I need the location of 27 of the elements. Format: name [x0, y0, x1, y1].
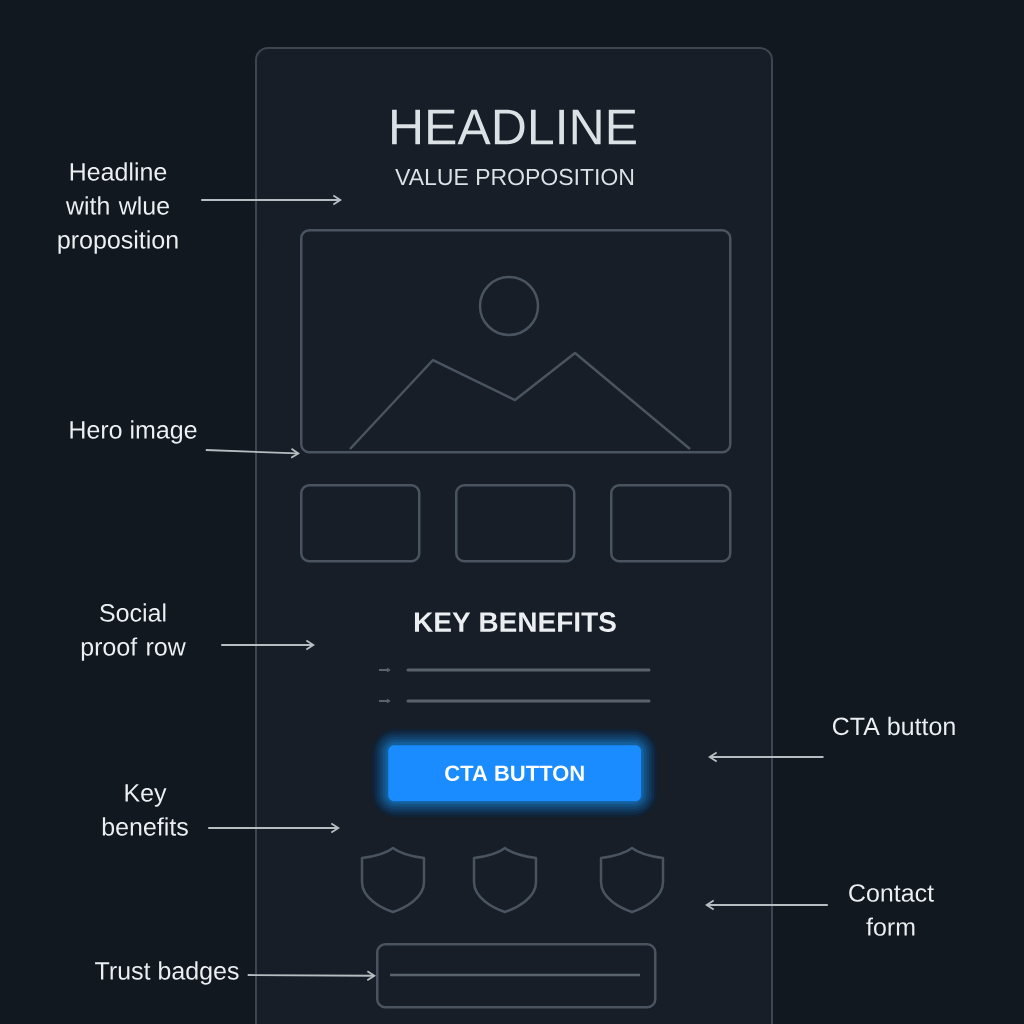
shield-icon [599, 846, 665, 914]
image-placeholder [300, 229, 732, 454]
arrow [246, 970, 376, 982]
annotation-text: Trust badges [95, 961, 239, 985]
arrow [705, 899, 829, 911]
input-field [376, 943, 657, 1009]
annotation-text: Headline with wlue proposition [58, 162, 178, 254]
arrow [200, 194, 342, 206]
annotation-text: Social proof row [81, 603, 186, 661]
shield-icon [472, 846, 538, 914]
arrow [708, 751, 825, 763]
heading: VALUE PROPOSITION [395, 168, 634, 186]
placeholder-box [610, 484, 732, 563]
arrow [204, 447, 300, 459]
annotation-text: Key benefits [102, 784, 188, 836]
annotation-text: Hero image [70, 420, 197, 444]
arrow [207, 822, 340, 834]
placeholder-box [455, 484, 576, 563]
shield-icon [360, 846, 426, 914]
phone-frame [255, 47, 773, 1024]
annotation-text: Contact form [849, 884, 934, 936]
heading: HEADLINE [392, 109, 636, 145]
annotation-text: CTA button [833, 716, 955, 736]
heading: KEY BENEFITS [414, 612, 616, 632]
placeholder-box [300, 484, 421, 563]
cta-button: CTA BUTTON [372, 729, 657, 817]
arrow [220, 639, 315, 651]
